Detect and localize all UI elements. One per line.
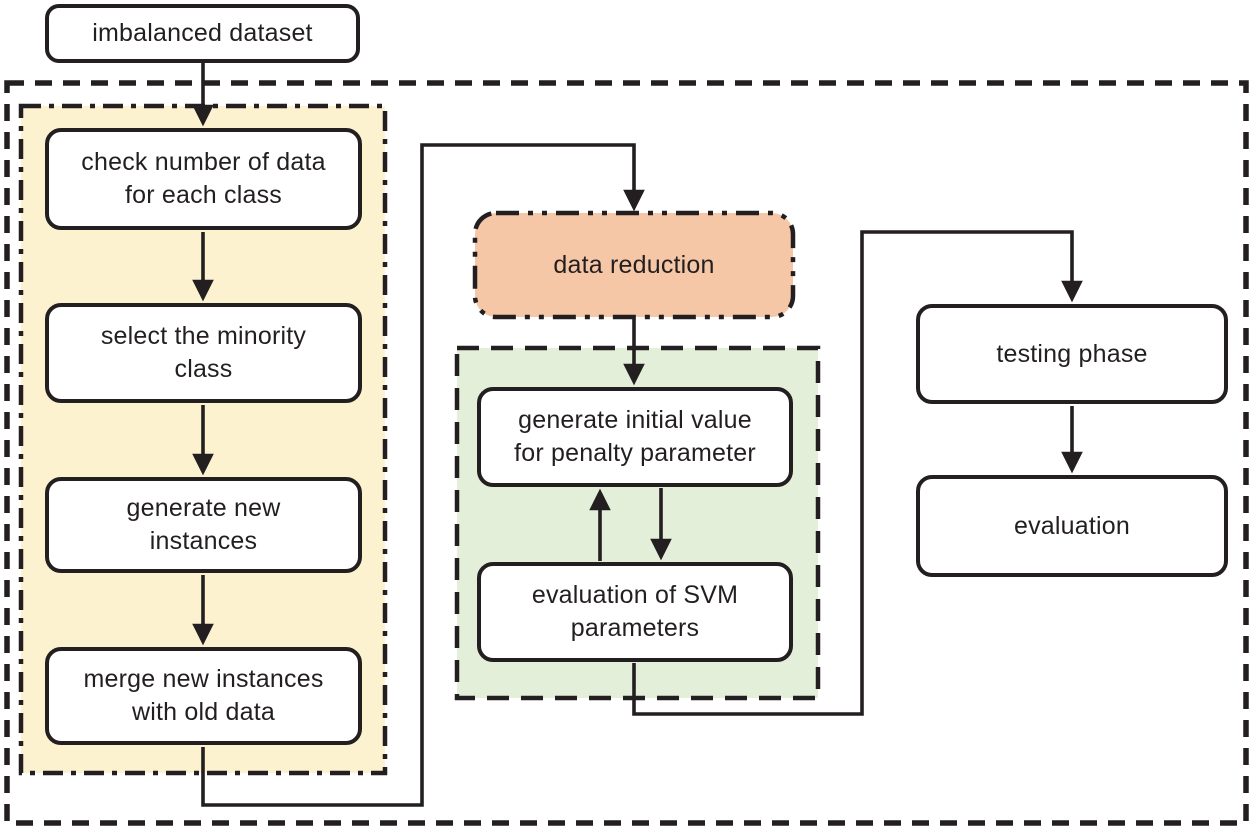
node-check-number-of-data: check number of data for each class	[45, 128, 362, 230]
node-imbalanced-dataset: imbalanced dataset	[45, 4, 360, 63]
node-select-minority-class: select the minority class	[45, 303, 362, 403]
node-generate-new-instances: generate new instances	[45, 477, 362, 573]
node-testing-phase: testing phase	[916, 304, 1228, 404]
node-generate-initial-value: generate initial value for penalty param…	[477, 387, 793, 487]
node-evaluation-of-svm: evaluation of SVM parameters	[477, 562, 793, 662]
data-reduction-box	[472, 210, 796, 320]
edge-eval-svm-to-testing	[632, 230, 1083, 716]
edge-merge-to-data-reduction	[201, 143, 645, 807]
node-evaluation: evaluation	[916, 475, 1228, 577]
node-data-reduction-label: data reduction	[553, 250, 715, 279]
node-merge-new-instances: merge new instances with old data	[45, 647, 362, 745]
outer-boundary-panel	[4, 80, 1249, 826]
